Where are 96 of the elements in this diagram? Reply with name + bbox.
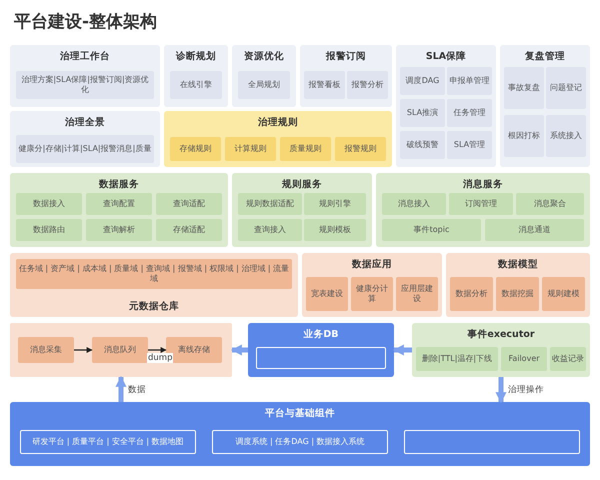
panel-title: 数据应用 bbox=[350, 258, 393, 271]
group-panel bbox=[248, 323, 394, 377]
module-tile: 申报单管理 bbox=[447, 67, 492, 95]
group-panel bbox=[10, 45, 160, 107]
panel-title: SLA保障 bbox=[424, 50, 468, 63]
arrow bbox=[74, 347, 93, 353]
panel-title: 业务DB bbox=[302, 328, 340, 341]
module-tile: 收益记录 bbox=[550, 347, 586, 371]
module-tile: 任务管理 bbox=[447, 99, 492, 127]
module-tile: 消息聚合 bbox=[516, 193, 584, 215]
module-tile: 规则模板 bbox=[304, 219, 366, 241]
module-tile: 研发平台 | 质量平台 | 安全平台 | 数据地图 bbox=[20, 430, 196, 454]
module-tile: 事故复盘 bbox=[504, 67, 544, 109]
module-tile: 健康分计算 bbox=[351, 277, 393, 311]
module-tile: Failover bbox=[501, 347, 547, 371]
panel-title: 资源优化 bbox=[243, 50, 285, 63]
panel-title: 数据服务 bbox=[98, 178, 140, 191]
module-tile: 报警规则 bbox=[335, 137, 386, 161]
group-panel bbox=[300, 45, 392, 107]
module-tile: 应用层建设 bbox=[396, 277, 438, 311]
module-tile: 破线预警 bbox=[400, 131, 445, 159]
module-tile: 查询解析 bbox=[86, 219, 152, 241]
module-tile: 数据接入 bbox=[16, 193, 82, 215]
panel-title: 治理规则 bbox=[257, 116, 299, 129]
group-panel bbox=[10, 253, 298, 317]
module-tile: 事件topic bbox=[382, 219, 481, 241]
group-panel bbox=[10, 111, 160, 167]
module-tile: 规则引擎 bbox=[304, 193, 366, 215]
group-panel bbox=[302, 253, 442, 317]
module-tile: 宽表建设 bbox=[306, 277, 348, 311]
arrow bbox=[496, 377, 506, 404]
panel-title: 复盘管理 bbox=[524, 50, 566, 63]
module-tile: 存储规则 bbox=[170, 137, 221, 161]
module-tile: 质量规则 bbox=[280, 137, 331, 161]
module-tile: SLA推演 bbox=[400, 99, 445, 127]
arrow bbox=[116, 376, 126, 402]
group-panel bbox=[164, 45, 228, 107]
module-tile: 数据分析 bbox=[450, 277, 493, 311]
panel-title: 消息服务 bbox=[462, 178, 504, 191]
group-panel bbox=[376, 173, 590, 247]
module-tile: 治理方案|SLA保障|报警订阅|资源优化 bbox=[16, 71, 154, 99]
module-tile: 计算规则 bbox=[225, 137, 276, 161]
group-panel bbox=[500, 45, 590, 167]
module-tile: 消息通道 bbox=[485, 219, 584, 241]
module-tile: 调度系统 | 任务DAG | 数据接入系统 bbox=[212, 430, 388, 454]
module-tile bbox=[404, 430, 580, 454]
edge-label: 数据 bbox=[127, 384, 147, 396]
diagram-title: 平台建设-整体架构 bbox=[14, 11, 158, 33]
module-tile: 数据路由 bbox=[16, 219, 82, 241]
group-panel bbox=[10, 402, 590, 466]
module-tile: 查询接入 bbox=[238, 219, 302, 241]
module-tile: 消息队列 bbox=[92, 337, 148, 363]
module-tile: 规则数据适配 bbox=[238, 193, 302, 215]
panel-title: 报警订阅 bbox=[324, 50, 367, 63]
module-tile: 订阅管理 bbox=[449, 193, 513, 215]
module-tile: 查询适配 bbox=[156, 193, 222, 215]
module-tile: 报警看板 bbox=[304, 71, 345, 99]
module-tile: 存储适配 bbox=[156, 219, 222, 241]
panel-title: 事件executor bbox=[466, 328, 536, 341]
arrow bbox=[148, 347, 167, 353]
panel-title: 规则服务 bbox=[280, 178, 323, 191]
module-tile: 健康分|存储|计算|SLA|报警消息|质量 bbox=[16, 135, 154, 163]
panel-title: 数据模型 bbox=[496, 258, 539, 271]
module-tile: 调度DAG bbox=[400, 67, 445, 95]
module-tile: 查询配置 bbox=[86, 193, 152, 215]
module-tile: 任务域 | 资产域 | 成本域 | 质量域 | 查询域 | 报警域 | 权限域 | 治理域 | 流量域 bbox=[16, 259, 292, 289]
panel-title: 治理工作台 bbox=[59, 50, 111, 63]
module-tile: 消息接入 bbox=[382, 193, 446, 215]
group-panel bbox=[232, 173, 372, 247]
edge-label: 治理操作 bbox=[507, 384, 545, 396]
module-tile: 根因打标 bbox=[504, 115, 544, 157]
panel-title: 治理全景 bbox=[64, 116, 106, 129]
module-tile: SLA管理 bbox=[447, 131, 492, 159]
module-tile: 消息采集 bbox=[18, 337, 74, 363]
arrow bbox=[230, 344, 248, 356]
module-tile: 问题登记 bbox=[546, 67, 586, 109]
module-tile: 报警分析 bbox=[347, 71, 388, 99]
module-tile: 在线引擎 bbox=[170, 71, 222, 99]
panel-title: 诊断规划 bbox=[174, 50, 217, 63]
module-tile: 系统接入 bbox=[546, 115, 586, 157]
module-tile: 数据挖掘 bbox=[496, 277, 539, 311]
panel-title: 平台与基础组件 bbox=[264, 407, 336, 420]
module-tile: 删除|TTL|温存|下线 bbox=[416, 347, 498, 371]
group-panel bbox=[164, 111, 392, 167]
group-panel bbox=[232, 45, 296, 107]
module-tile: 规则建模 bbox=[542, 277, 585, 311]
group-panel bbox=[412, 323, 590, 377]
edge-label: dump bbox=[147, 353, 174, 363]
group-panel bbox=[10, 323, 232, 377]
arrow bbox=[392, 344, 412, 356]
module-tile: 全局规划 bbox=[238, 71, 290, 99]
group-panel bbox=[446, 253, 590, 317]
panel-title: 元数据仓库 bbox=[128, 300, 180, 313]
group-panel bbox=[396, 45, 496, 167]
group-panel bbox=[10, 173, 228, 247]
module-tile bbox=[256, 347, 386, 369]
